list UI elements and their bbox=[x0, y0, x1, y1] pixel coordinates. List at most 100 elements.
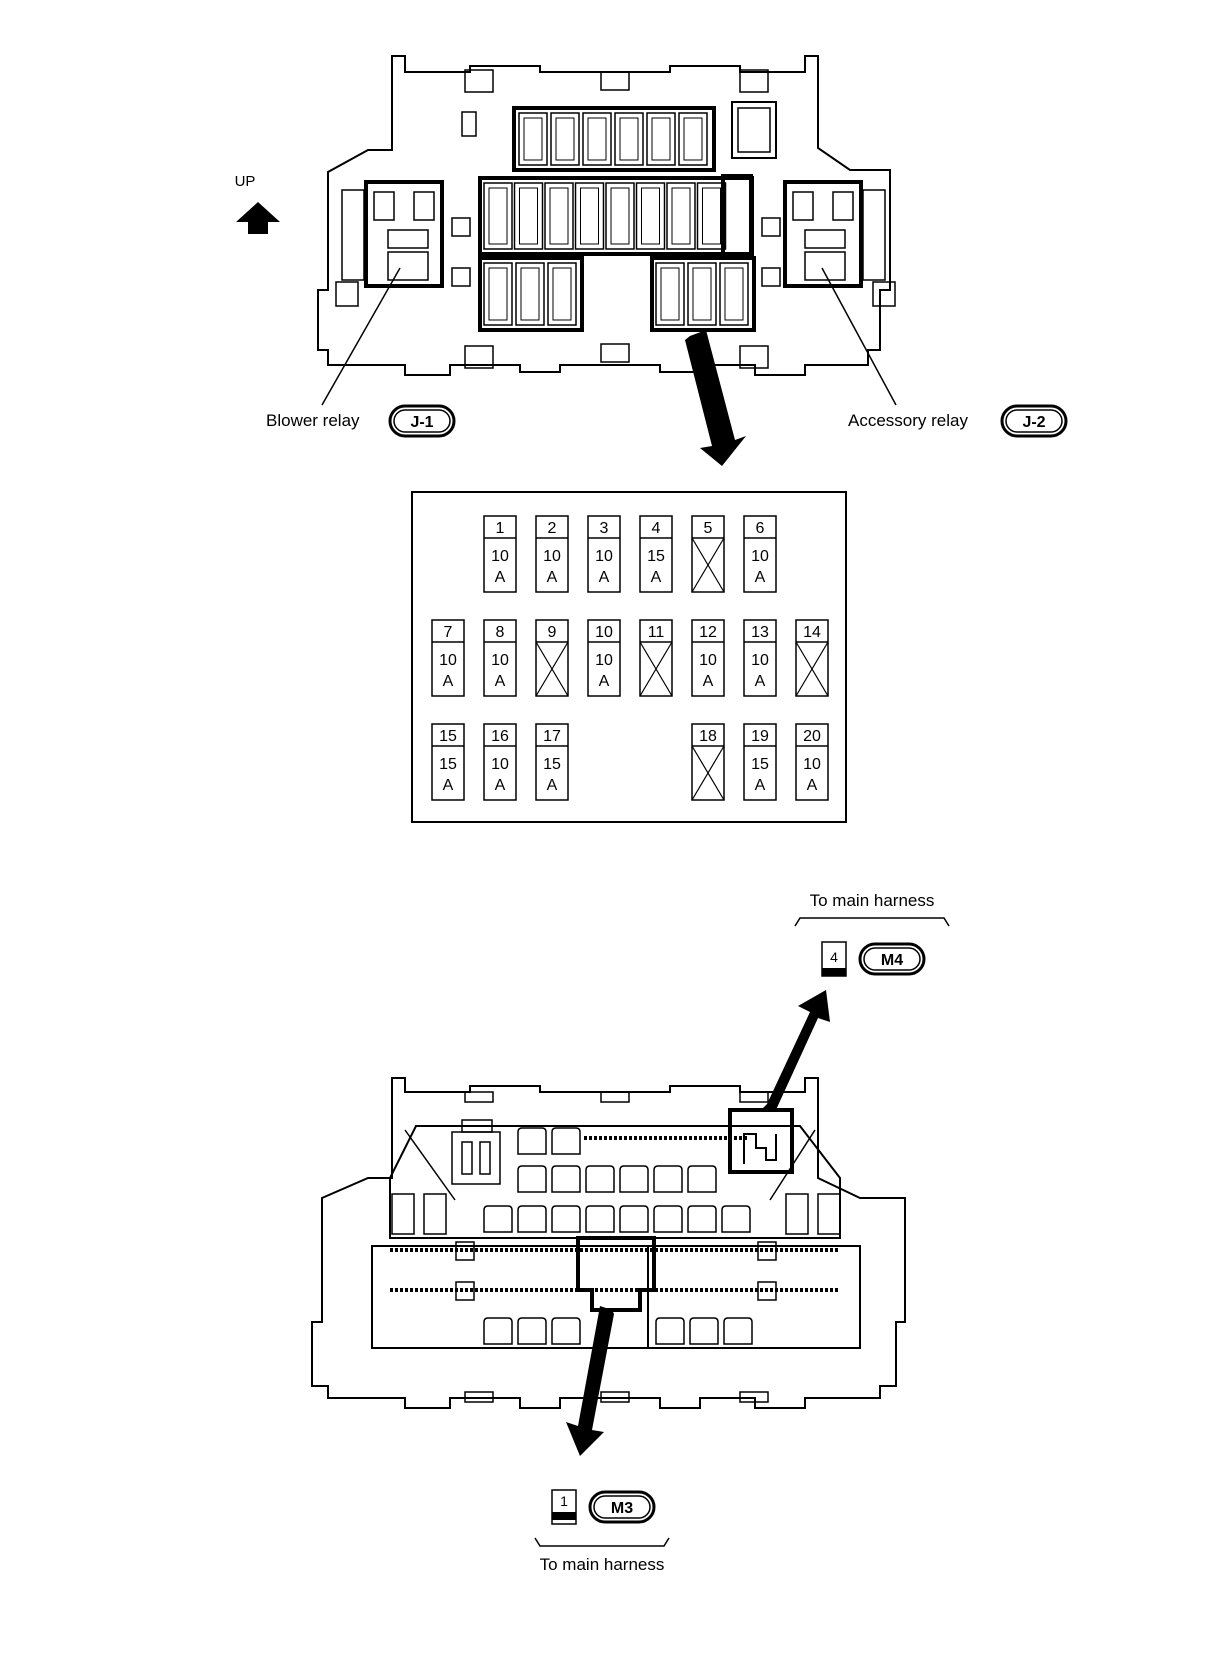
m3-harness-label: To main harness bbox=[540, 1555, 665, 1574]
fuse-slot-inner bbox=[549, 187, 569, 245]
fuse-amperage: 15 bbox=[439, 756, 457, 773]
fuse-unit: A bbox=[495, 777, 506, 794]
fuse-slot-inner bbox=[610, 187, 630, 245]
fuse-unit: A bbox=[755, 569, 766, 586]
fuse-amperage: 15 bbox=[751, 756, 769, 773]
fuse-unit: A bbox=[599, 673, 610, 690]
fuse-number: 14 bbox=[803, 624, 821, 641]
fuse-slot-inner bbox=[488, 187, 508, 245]
fuse-slot bbox=[678, 112, 708, 166]
fuse-slot bbox=[666, 182, 696, 250]
fuse-slot bbox=[582, 112, 612, 166]
fuse-cell-6: 6 10A bbox=[743, 515, 777, 593]
connector-cell bbox=[517, 1127, 547, 1155]
connector-cell bbox=[551, 1317, 581, 1345]
connector-cell bbox=[689, 1317, 719, 1345]
svg-text:M3: M3 bbox=[611, 1500, 633, 1517]
fuse-slot bbox=[518, 112, 548, 166]
svg-text:4: 4 bbox=[830, 949, 838, 965]
connector-cell bbox=[687, 1205, 717, 1233]
fuse-slot bbox=[646, 112, 676, 166]
fuse-slot-inner bbox=[555, 117, 575, 161]
fuse-number: 8 bbox=[496, 624, 505, 641]
fuse-unit: A bbox=[443, 777, 454, 794]
blower-relay-leader bbox=[321, 267, 401, 406]
connector-cell bbox=[585, 1205, 615, 1233]
empty-slot-cross bbox=[795, 641, 829, 697]
fuse-slot bbox=[547, 262, 577, 326]
fuse-slot-inner bbox=[651, 117, 671, 161]
fuse-number: 10 bbox=[595, 624, 613, 641]
fuse-slot-inner bbox=[671, 187, 691, 245]
fuse-slot bbox=[483, 262, 513, 326]
fuse-number: 4 bbox=[652, 520, 661, 537]
m3-pin-box: 1 bbox=[551, 1489, 577, 1525]
fuse-number: 6 bbox=[756, 520, 765, 537]
fuse-slot bbox=[655, 262, 685, 326]
fuse-amperage: 10 bbox=[491, 652, 509, 669]
fuse-slot-inner bbox=[523, 117, 543, 161]
svg-text:1: 1 bbox=[560, 1493, 568, 1509]
connector-cell bbox=[551, 1165, 581, 1193]
fuse-slot bbox=[696, 182, 727, 250]
blower-relay-label: Blower relay bbox=[266, 411, 360, 430]
fuse-cell-11: 11 bbox=[639, 619, 673, 697]
fuse-slot-inner bbox=[724, 267, 744, 321]
fuse-slot bbox=[687, 262, 717, 326]
fuse-number: 2 bbox=[548, 520, 557, 537]
fuse-number: 12 bbox=[699, 624, 717, 641]
fuse-amperage: 15 bbox=[543, 756, 561, 773]
fuse-slot-inner bbox=[683, 117, 703, 161]
empty-slot-cross bbox=[691, 745, 725, 801]
fuse-unit: A bbox=[547, 777, 558, 794]
connector-cell bbox=[721, 1205, 751, 1233]
connector-cell bbox=[517, 1205, 547, 1233]
fuse-number: 7 bbox=[444, 624, 453, 641]
m4-pin-box: 4 bbox=[821, 941, 847, 977]
fuse-slot-inner bbox=[660, 267, 680, 321]
fuse-block-front-view bbox=[317, 55, 896, 376]
fuse-slot-inner bbox=[488, 267, 508, 321]
fuse-number: 3 bbox=[600, 520, 609, 537]
fuse-slot bbox=[635, 182, 666, 250]
m4-harness-label: To main harness bbox=[810, 891, 935, 910]
fuse-slot-inner bbox=[641, 187, 660, 245]
fuse-number: 20 bbox=[803, 728, 821, 745]
fuse-amperage: 10 bbox=[751, 548, 769, 565]
fuse-number: 18 bbox=[699, 728, 717, 745]
fuse-amperage: 10 bbox=[543, 548, 561, 565]
fuse-slot-inner bbox=[619, 117, 639, 161]
fuse-number: 9 bbox=[548, 624, 557, 641]
fuse-cell-18: 18 bbox=[691, 723, 725, 801]
connector-cell bbox=[653, 1165, 683, 1193]
fuse-cell-14: 14 bbox=[795, 619, 829, 697]
fuse-unit: A bbox=[703, 673, 714, 690]
m4-arrow-icon bbox=[763, 990, 830, 1112]
accessory-relay-badge: J-2 bbox=[1000, 404, 1068, 438]
empty-slot-cross bbox=[639, 641, 673, 697]
connector-cell bbox=[619, 1165, 649, 1193]
m3-connector-badge: M3 bbox=[588, 1490, 656, 1524]
svg-text:J-2: J-2 bbox=[1022, 414, 1045, 431]
fuse-cell-9: 9 bbox=[535, 619, 569, 697]
fuse-unit: A bbox=[495, 673, 506, 690]
fuse-amperage: 10 bbox=[595, 548, 613, 565]
fuse-unit: A bbox=[651, 569, 662, 586]
connector-cell bbox=[585, 1165, 615, 1193]
fuse-amperage: 10 bbox=[803, 756, 821, 773]
fuse-unit: A bbox=[599, 569, 610, 586]
fuse-slot-inner bbox=[520, 267, 540, 321]
svg-text:M4: M4 bbox=[881, 952, 903, 969]
fuse-slot bbox=[544, 182, 574, 250]
accessory-relay-leader bbox=[821, 267, 897, 406]
fuse-slot bbox=[614, 112, 644, 166]
fuse-slot bbox=[605, 182, 635, 250]
detail-arrow-icon bbox=[685, 330, 746, 466]
m3-arrow-icon bbox=[566, 1306, 614, 1456]
connector-cell bbox=[517, 1317, 547, 1345]
